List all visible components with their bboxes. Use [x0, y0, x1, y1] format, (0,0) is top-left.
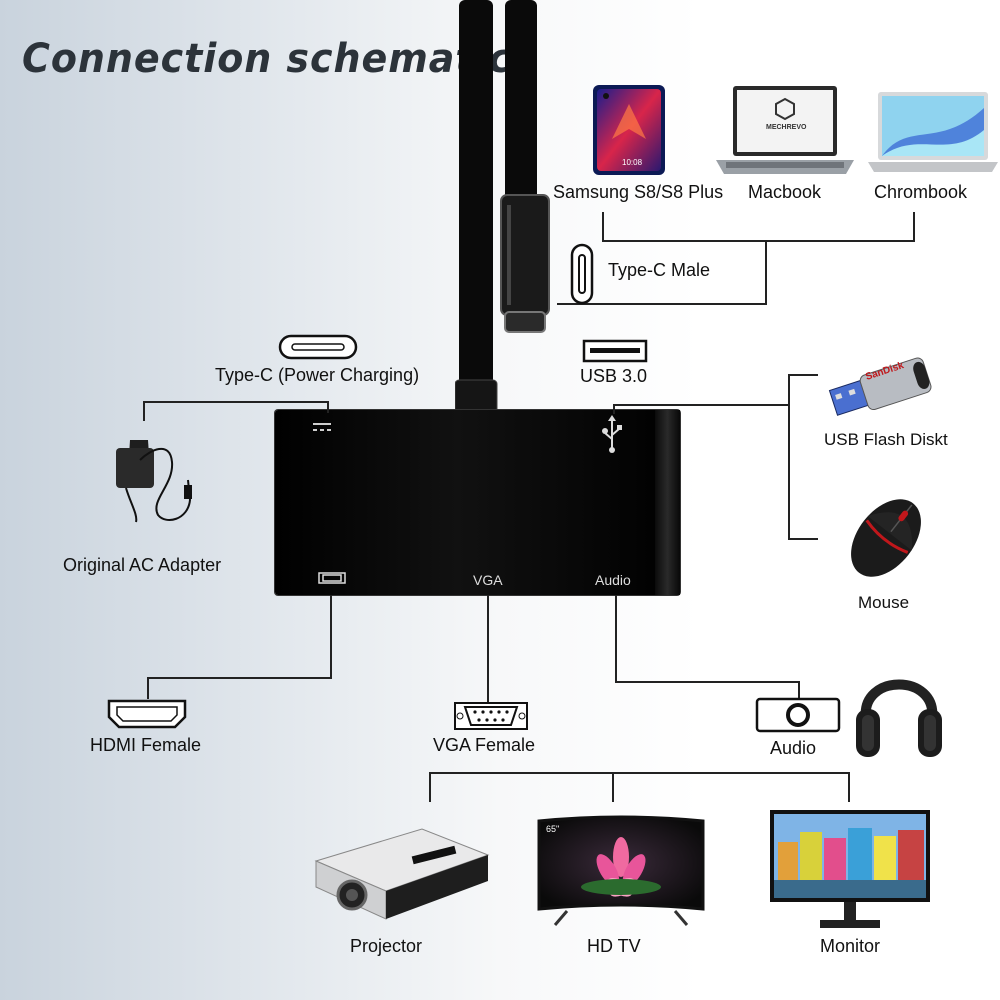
source-label-chromebook: Chrombook [874, 182, 968, 202]
usb3-port-icon [582, 339, 648, 363]
type-c-male-label: Type-C Male [608, 260, 711, 280]
macbook-icon [716, 84, 854, 178]
hub-power-port-icon [313, 423, 331, 433]
audio-line-horizontal [615, 681, 800, 683]
diagram-title: Connection schematic [22, 36, 512, 82]
type-c-port-icon [278, 334, 358, 360]
mouse-label: Mouse [858, 593, 910, 612]
hub-edge-right [655, 410, 680, 595]
laptop-brand-logo: MECHREVO [766, 124, 807, 131]
ac-adapter-label: Original AC Adapter [63, 555, 222, 575]
mouse-icon [834, 492, 938, 584]
display-bracket-mid [612, 772, 614, 802]
source-bracket-right [913, 212, 915, 241]
audio-jack-icon [755, 697, 841, 733]
headphones-icon [854, 655, 944, 767]
hdmi-line-vertical [330, 595, 332, 679]
usb-line-to-flash [788, 374, 818, 376]
hub-audio-port-label: Audio [595, 572, 631, 588]
smartphone-icon [592, 84, 666, 176]
audio-line-drop [798, 681, 800, 699]
display-bracket-base [429, 772, 850, 774]
source-bracket-drop [765, 240, 767, 304]
audio-label: Audio [770, 738, 817, 758]
chromebook-icon [868, 90, 998, 174]
usb-line-hub [613, 404, 615, 414]
display-bracket-right [848, 772, 850, 802]
projector-icon [312, 815, 492, 925]
hdmi-line-drop [147, 677, 149, 699]
display-bracket-left [429, 772, 431, 802]
hub-vga-port-label: VGA [473, 572, 503, 588]
type-c-male-icon [570, 243, 594, 305]
hdmi-port-icon [107, 699, 187, 729]
vga-line-vertical [487, 595, 489, 702]
monitor-label: Monitor [820, 936, 881, 956]
source-label-samsung: Samsung S8/S8 Plus [553, 182, 724, 202]
hdmi-female-label: HDMI Female [90, 735, 202, 755]
source-bracket-feed [557, 303, 767, 305]
hdtv-icon [537, 815, 705, 927]
type-c-power-label: Type-C (Power Charging) [215, 365, 420, 385]
audio-line-vertical [615, 595, 617, 683]
usb3-label: USB 3.0 [580, 366, 648, 386]
hub-hdmi-port-icon [318, 572, 346, 584]
phone-screen-time: 10:08 [622, 158, 643, 167]
source-label-macbook: Macbook [748, 182, 822, 202]
vga-port-icon [453, 701, 529, 731]
power-line-top [143, 401, 329, 403]
tv-size-badge: 65" [546, 824, 560, 834]
vga-female-label: VGA Female [433, 735, 536, 755]
power-line-drop-hub [327, 401, 329, 413]
hdmi-line-horizontal [147, 677, 332, 679]
source-bracket-left [602, 212, 604, 241]
hdtv-label: HD TV [587, 936, 641, 956]
usb-line-horizontal [613, 404, 790, 406]
usb-c-cable [455, 0, 555, 420]
hub-usb-port-icon [600, 415, 624, 453]
usb-line-to-mouse [788, 538, 818, 540]
power-line-drop-adapter [143, 401, 145, 421]
monitor-icon [768, 808, 932, 932]
source-bracket-base [602, 240, 915, 242]
usb-flash-drive-icon [822, 344, 942, 424]
projector-label: Projector [350, 936, 423, 956]
usb-flash-label: USB Flash Diskt [824, 430, 948, 449]
ac-adapter-icon [110, 440, 210, 525]
usb-line-vertical [788, 374, 790, 540]
